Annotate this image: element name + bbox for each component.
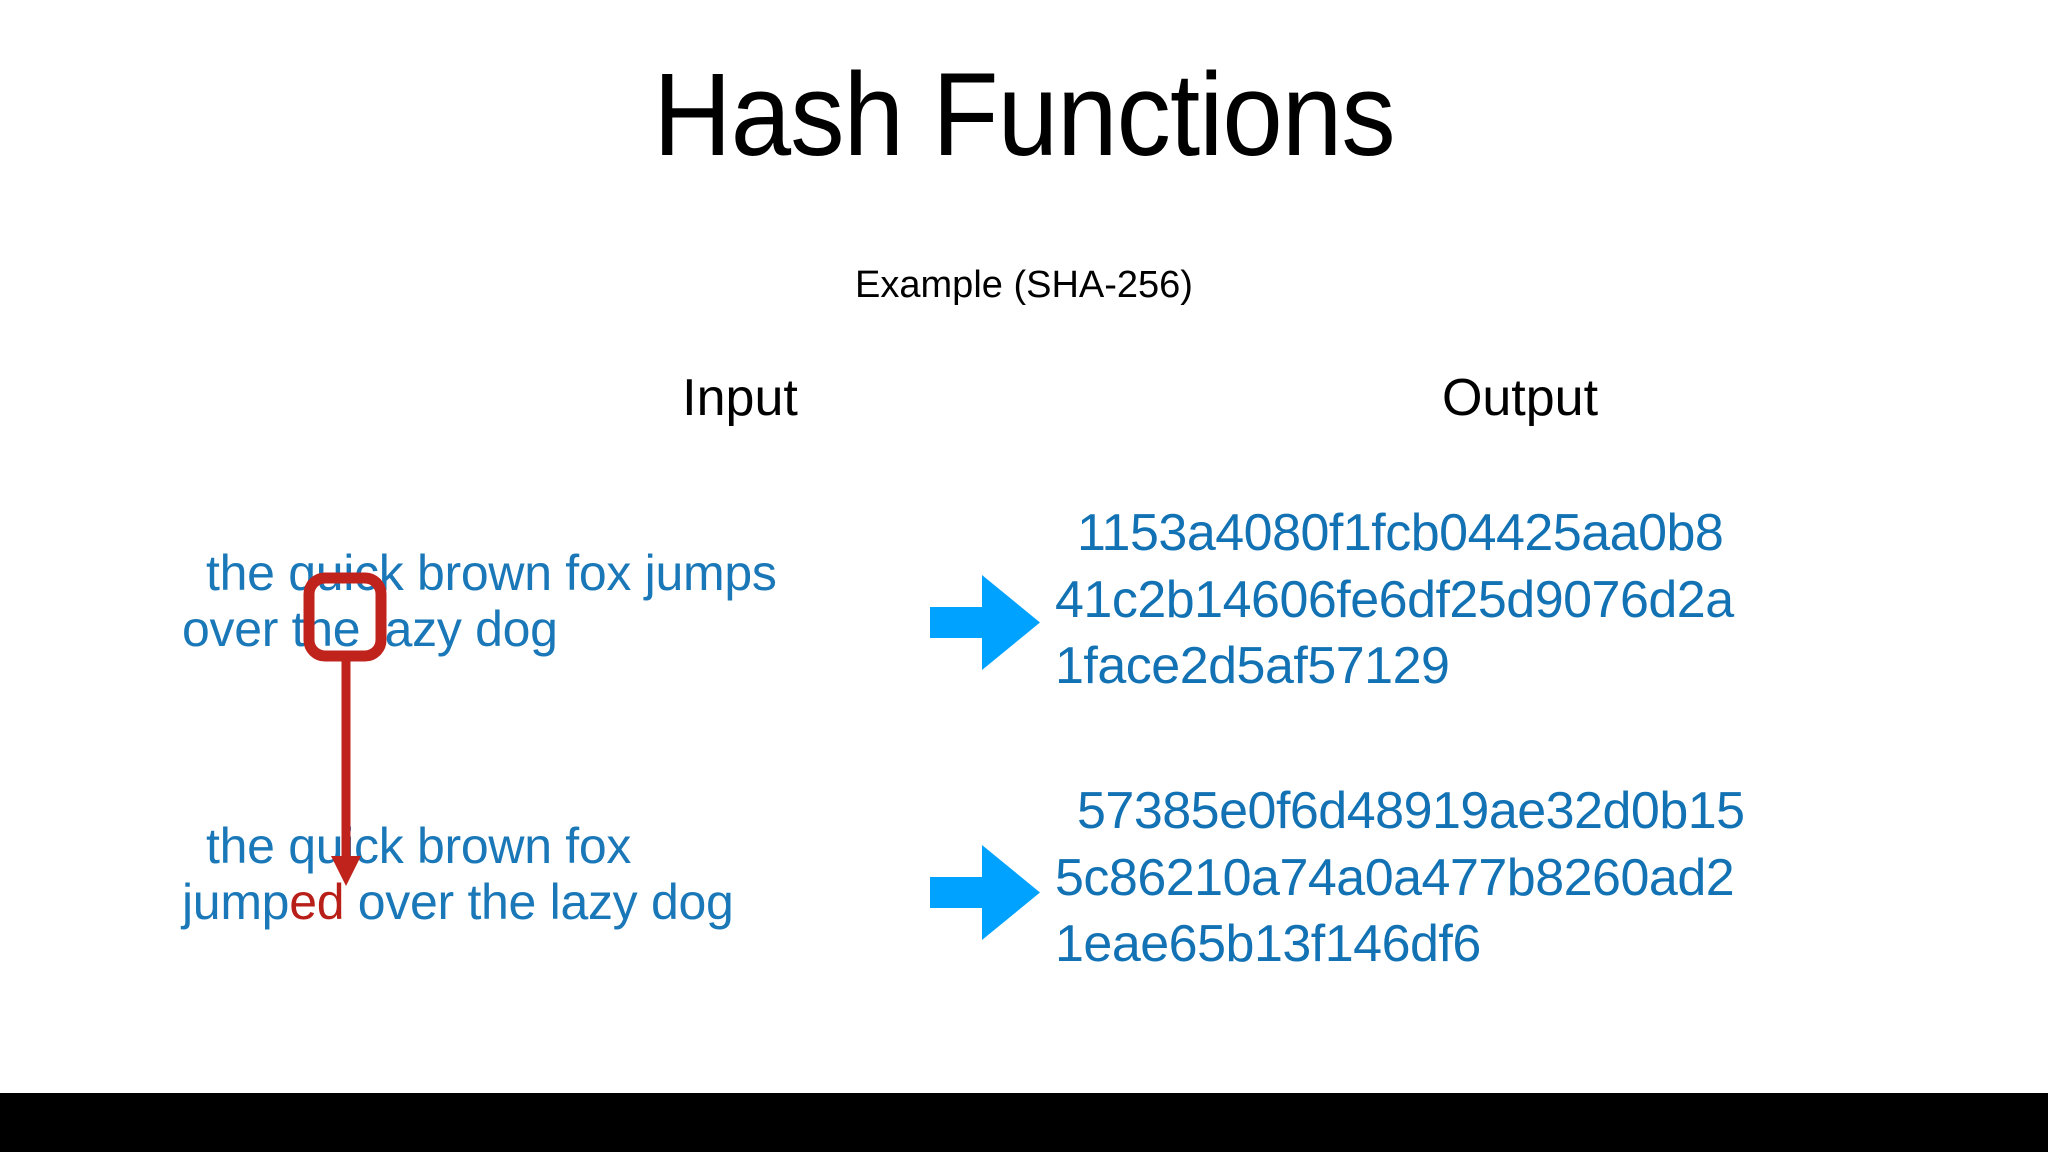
- hash-output-row-1: 1153a4080f1fcb04425aa0b8 41c2b14606fe6df…: [1055, 500, 1935, 700]
- hash-output-row-2: 57385e0f6d48919ae32d0b15 5c86210a74a0a47…: [1055, 778, 1935, 978]
- hash-output-line: 1eae65b13f146df6: [1055, 915, 1481, 974]
- hash-output-line: 5c86210a74a0a477b8260ad2: [1055, 848, 1735, 907]
- hash-output-line: 41c2b14606fe6df25d9076d2a: [1055, 570, 1734, 629]
- input-diff-highlight: ed: [289, 874, 345, 930]
- output-column-header: Output: [1441, 369, 1599, 427]
- bottom-black-band: [0, 1093, 2048, 1152]
- page-title: Hash Functions: [653, 49, 1395, 181]
- input-text-row-1: the quick brown fox jumps over the lazy …: [182, 545, 942, 657]
- input-text-line: the quick brown fox jumps: [206, 545, 777, 601]
- input-text-line: over the lazy dog: [182, 601, 558, 657]
- input-column-header: Input: [682, 369, 798, 427]
- right-arrow-icon: [930, 845, 1040, 940]
- input-text-line: the quick brown fox: [206, 818, 632, 874]
- hash-output-line: 57385e0f6d48919ae32d0b15: [1077, 782, 1745, 840]
- input-text-line: jumped over the lazy dog: [182, 874, 942, 930]
- input-text-segment: over the lazy dog: [344, 874, 734, 930]
- input-text-row-2: the quick brown fox jumped over the lazy…: [182, 818, 942, 930]
- hash-output-line: 1face2d5af57129: [1055, 637, 1450, 696]
- slide-subtitle: Example (SHA-256): [855, 264, 1193, 306]
- hash-output-line: 1153a4080f1fcb04425aa0b8: [1077, 504, 1724, 562]
- right-arrow-icon: [930, 575, 1040, 670]
- input-text-segment: jump: [182, 874, 290, 930]
